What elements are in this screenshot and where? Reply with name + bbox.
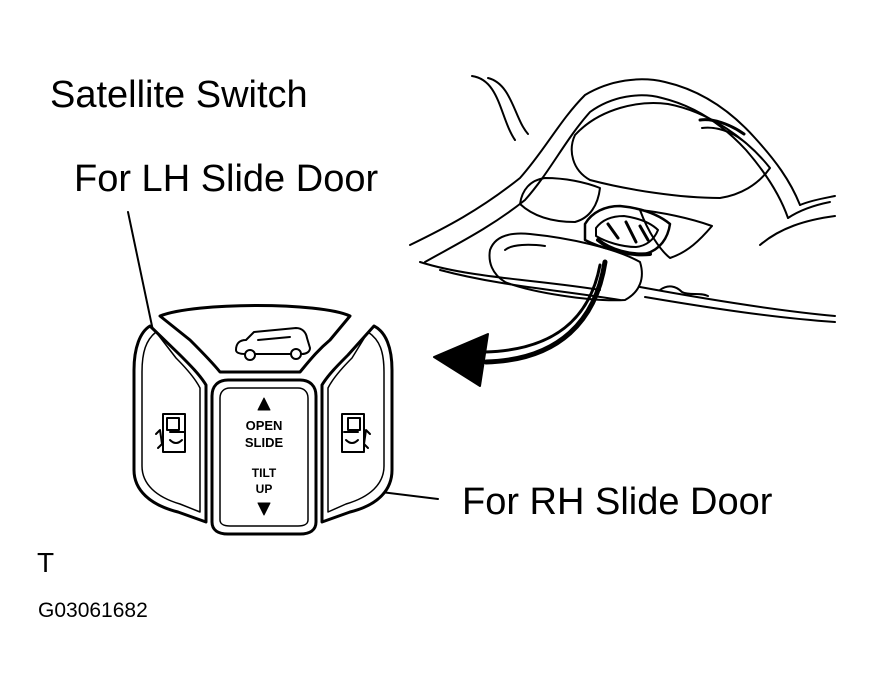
overhead-console [409,75,836,323]
pointer-arrow [433,259,608,387]
up-label: UP [256,482,273,496]
diagram-title: Satellite Switch [50,74,308,116]
lh-door-label: For LH Slide Door [74,158,379,200]
slide-label: SLIDE [245,435,284,450]
lh-leader-line [127,211,157,346]
up-triangle-icon [257,397,271,411]
rh-door-icon [341,413,371,453]
down-triangle-icon [257,502,271,516]
lh-door-button [132,324,208,524]
tilt-label: TILT [252,466,277,480]
lh-door-icon [155,413,186,453]
rh-door-button [320,324,394,524]
rh-door-label: For RH Slide Door [462,481,773,523]
vehicle-icon [235,327,311,361]
marker-label: T [37,547,55,578]
satellite-switch [132,304,394,536]
figure-code: G03061682 [38,599,148,622]
center-button [210,378,318,536]
vehicle-button [158,304,352,374]
open-label: OPEN [246,418,283,433]
